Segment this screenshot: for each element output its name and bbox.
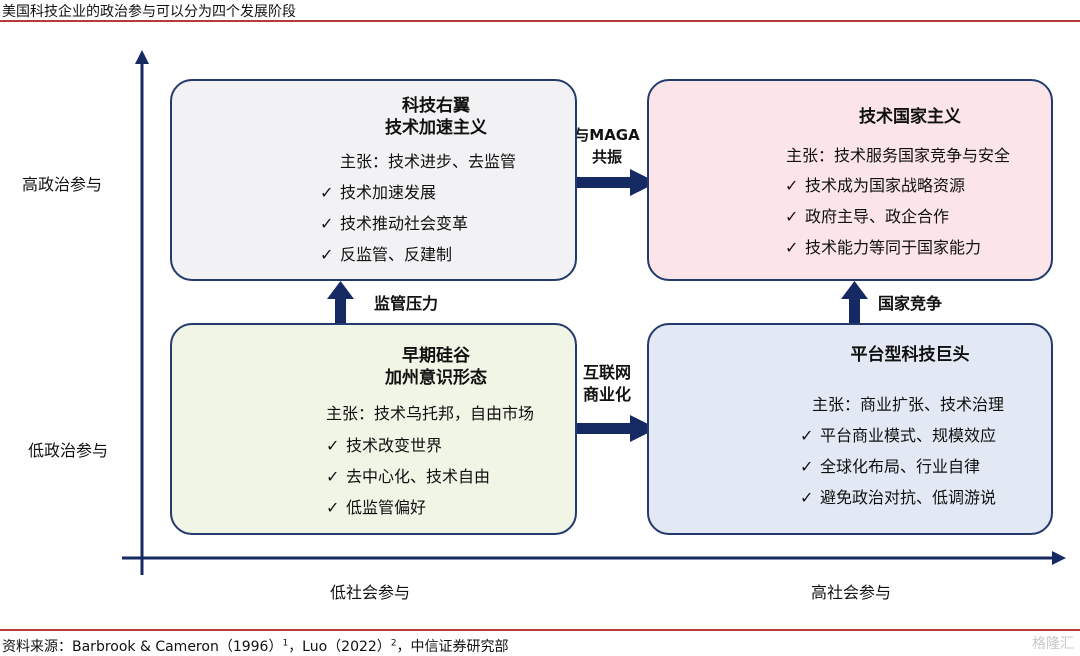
check-icon: ✓	[320, 214, 334, 233]
quadrant-platform-giants-bullet: ✓全球化布局、行业自律	[800, 457, 981, 476]
check-icon: ✓	[785, 176, 799, 195]
quadrant-platform-giants	[647, 323, 1053, 535]
quadrant-early-silicon-valley-bullet: ✓去中心化、技术自由	[326, 467, 491, 486]
quadrant-tech-right-heading: 科技右翼 技术加速主义	[366, 95, 506, 139]
quadrant-tech-nationalism-bullet: ✓技术成为国家战略资源	[785, 176, 966, 195]
check-icon: ✓	[320, 245, 334, 264]
arrow-label-national-competition: 国家竞争	[878, 294, 943, 313]
y-axis-high-label: 高政治参与	[22, 175, 103, 194]
check-icon: ✓	[326, 467, 340, 486]
quadrant-tech-nationalism-claim: 主张：技术服务国家竞争与安全	[786, 146, 1011, 165]
quadrant-tech-right-bullet: ✓技术推动社会变革	[320, 214, 469, 233]
quadrant-tech-right-bullet: ✓反监管、反建制	[320, 245, 453, 264]
quadrant-tech-right-heading-line1: 科技右翼	[402, 96, 470, 116]
check-icon: ✓	[326, 436, 340, 455]
quadrant-tech-nationalism-bullet: ✓政府主导、政企合作	[785, 207, 950, 226]
x-axis-high-label: 高社会参与	[811, 583, 892, 602]
bottom-divider	[0, 629, 1080, 631]
arrow-national-competition	[841, 281, 868, 332]
arrow-label-regulatory-pressure: 监管压力	[374, 294, 439, 313]
quadrant-tech-right-claim: 主张：技术进步、去监管	[340, 152, 517, 171]
top-divider	[0, 20, 1080, 22]
quadrant-early-silicon-valley-heading-line1: 早期硅谷	[402, 346, 470, 366]
arrow-label-maga-line1: 与MAGA	[574, 126, 640, 144]
check-icon: ✓	[326, 498, 340, 517]
arrow-maga-resonance	[567, 169, 657, 196]
quadrant-platform-giants-bullet: ✓平台商业模式、规模效应	[800, 426, 997, 445]
quadrant-platform-giants-claim: 主张：商业扩张、技术治理	[812, 395, 1005, 414]
quadrant-tech-nationalism-heading: 技术国家主义	[859, 107, 961, 127]
x-axis	[122, 551, 1066, 565]
y-axis-low-label: 低政治参与	[28, 441, 109, 460]
arrow-label-maga: 与MAGA 共振	[574, 124, 640, 168]
arrow-label-internet-line2: 商业化	[582, 385, 631, 404]
arrow-regulatory-pressure	[327, 281, 354, 332]
quadrant-platform-giants-bullet: ✓避免政治对抗、低调游说	[800, 488, 997, 507]
watermark-logo: 格隆汇	[1032, 636, 1074, 652]
source-note: 资料来源：Barbrook & Cameron（1996）1，Luo（2022）…	[2, 638, 509, 655]
arrow-label-internet-line1: 互联网	[582, 363, 631, 382]
check-icon: ✓	[800, 426, 814, 445]
page-title: 美国科技企业的政治参与可以分为四个发展阶段	[2, 4, 296, 20]
quadrant-tech-nationalism	[647, 79, 1053, 281]
x-axis-low-label: 低社会参与	[330, 583, 411, 602]
arrow-label-internet: 互联网 商业化	[574, 362, 640, 406]
y-axis	[135, 50, 149, 575]
quadrant-early-silicon-valley-heading-line2: 加州意识形态	[385, 368, 487, 388]
check-icon: ✓	[320, 183, 334, 202]
arrow-label-maga-line2: 共振	[591, 148, 622, 166]
quadrant-tech-right	[170, 79, 577, 281]
quadrant-platform-giants-heading: 平台型科技巨头	[850, 345, 970, 365]
check-icon: ✓	[785, 207, 799, 226]
check-icon: ✓	[800, 488, 814, 507]
quadrant-tech-right-heading-line2: 技术加速主义	[385, 118, 487, 138]
quadrant-early-silicon-valley-heading: 早期硅谷 加州意识形态	[366, 345, 506, 389]
quadrant-tech-nationalism-bullet: ✓技术能力等同于国家能力	[785, 238, 982, 257]
quadrant-tech-right-bullet: ✓技术加速发展	[320, 183, 437, 202]
check-icon: ✓	[800, 457, 814, 476]
quadrant-early-silicon-valley-bullet: ✓技术改变世界	[326, 436, 443, 455]
quadrant-early-silicon-valley-bullet: ✓低监管偏好	[326, 498, 427, 517]
quadrant-early-silicon-valley	[170, 323, 577, 535]
arrow-internet-commercialization	[567, 415, 657, 442]
quadrant-early-silicon-valley-claim: 主张：技术乌托邦，自由市场	[326, 404, 535, 423]
check-icon: ✓	[785, 238, 799, 257]
